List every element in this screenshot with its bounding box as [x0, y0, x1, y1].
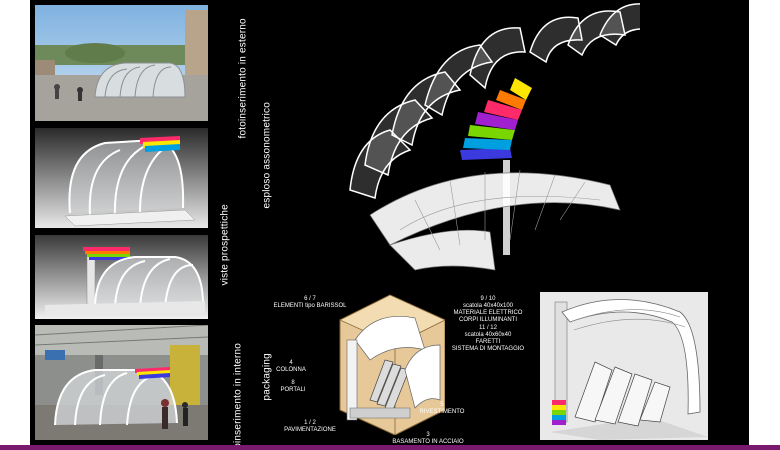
- pkg-label-barissol: 6 / 7 ELEMENTI tipo BARISSOL: [273, 296, 347, 309]
- bottom-accent-stripe: [0, 445, 780, 450]
- final-render: [540, 292, 708, 440]
- perspective-view-1: [35, 128, 208, 228]
- pkg-label-pavimentazione: 1 / 2 PAVIMENTAZIONE: [284, 420, 336, 433]
- presentation-board: fotoinserimento in esterno viste prospet…: [30, 0, 749, 445]
- pkg-label-colonna: 4 COLONNA: [276, 360, 306, 373]
- exploded-axonometric: [320, 0, 640, 280]
- pkg-label-faretti: 11 / 12 scatola 40x60x40 FARETTI SISTEMA…: [451, 325, 525, 352]
- label-photo-exterior: fotoinserimento in esterno: [237, 18, 249, 139]
- label-packaging: packaging: [261, 353, 273, 401]
- pkg-label-rivestimento: 5 RIVESTIMENTO: [419, 402, 465, 415]
- exterior-photo: [35, 5, 208, 121]
- label-perspective: viste prospettiche: [219, 204, 231, 286]
- pkg-label-materiale: 9 / 10 scatola 40x40x100 MATERIALE ELETT…: [453, 296, 523, 323]
- label-exploded: esploso assonometrico: [261, 102, 273, 209]
- pkg-label-basamento: 3 BASAMENTO IN ACCIAIO: [392, 432, 464, 445]
- packaging-box: [315, 290, 445, 435]
- perspective-view-2: [35, 235, 208, 319]
- pkg-label-portali: 8 PORTALI: [280, 380, 306, 393]
- interior-photo: [35, 325, 208, 440]
- label-photo-interior: fotoinserimento in interno: [232, 343, 244, 445]
